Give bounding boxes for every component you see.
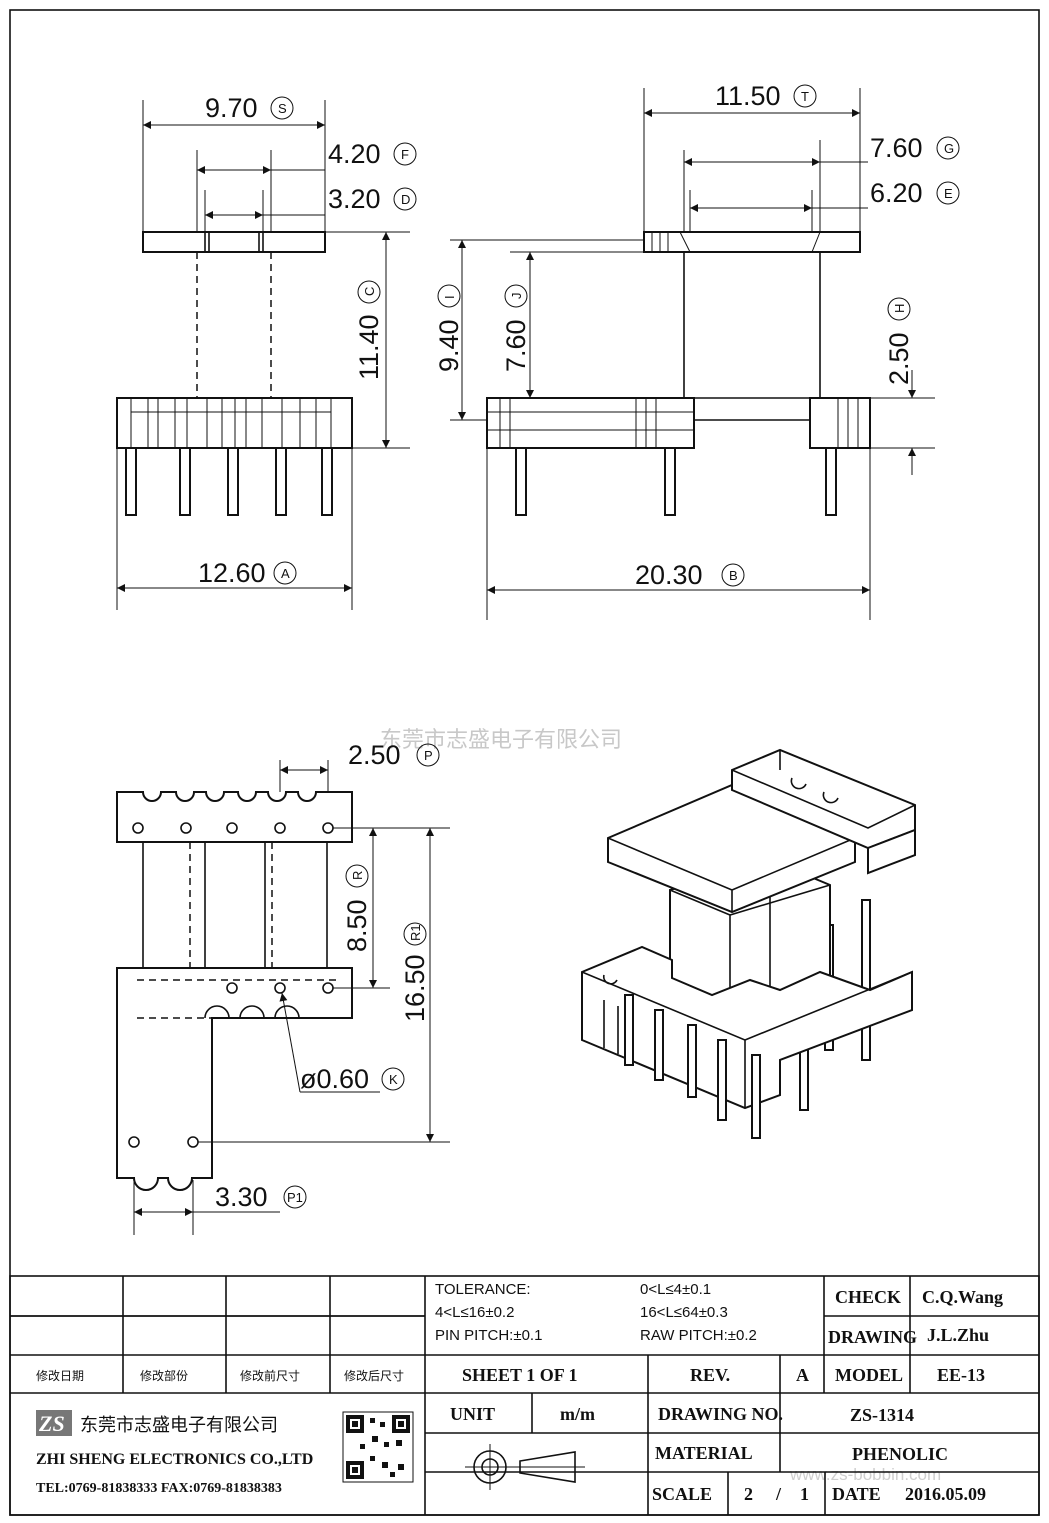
dim-K-value: ø0.60 (300, 1064, 369, 1094)
svg-text:ZS: ZS (38, 1411, 65, 1436)
front-view: 9.70 S 4.20 F 3.20 D 11.40 C 12.60 A (116, 93, 417, 610)
dim-E-tag: E (944, 186, 953, 201)
scale-den: 1 (800, 1484, 809, 1504)
dim-B-tag: B (729, 568, 738, 583)
pin-pitch: PIN PITCH:±0.1 (435, 1327, 542, 1344)
unit-value: m/m (560, 1404, 595, 1424)
tolerance-label: TOLERANCE: (435, 1281, 531, 1298)
dim-A-tag: A (281, 566, 290, 581)
dim-C-value: 11.40 (354, 314, 384, 380)
dim-G-value: 7.60 (870, 133, 923, 163)
dim-E-value: 6.20 (870, 178, 923, 208)
drawing-value: J.L.Zhu (927, 1325, 989, 1345)
company-contact: TEL:0769-81838333 FAX:0769-81838383 (36, 1481, 282, 1496)
material-value: PHENOLIC (852, 1444, 948, 1464)
dim-C-tag: C (362, 287, 377, 296)
dim-R1-tag: R1 (408, 924, 423, 941)
drawing-no-label: DRAWING NO. (658, 1404, 783, 1424)
watermark-url: www.zs-bobbin.com (789, 1465, 941, 1484)
scale-num: 2 (744, 1484, 753, 1504)
dim-J-value: 7.60 (501, 319, 531, 372)
bottom-base-outline (116, 967, 353, 1191)
dim-T-tag: T (801, 89, 809, 104)
dim-P-value: 2.50 (348, 740, 401, 770)
dim-F-value: 4.20 (328, 139, 381, 169)
sheet-count: SHEET 1 OF 1 (462, 1365, 578, 1385)
dim-F-tag: F (401, 147, 409, 162)
projection-symbol (465, 1444, 585, 1490)
rev-header-date: 修改日期 (36, 1368, 84, 1383)
tolerance-2: 4<L≤16±0.2 (435, 1304, 514, 1321)
dim-S-tag: S (278, 101, 287, 116)
check-value: C.Q.Wang (922, 1287, 1003, 1307)
drawing-label: DRAWING (828, 1327, 917, 1347)
dim-I-tag: I (442, 295, 457, 299)
unit-label: UNIT (450, 1404, 495, 1424)
dim-J-tag: J (509, 293, 524, 300)
title-block: TOLERANCE: 0<L≤4±0.1 4<L≤16±0.2 16<L≤64±… (9, 1275, 1040, 1516)
model-value: EE-13 (937, 1365, 985, 1385)
dim-S-value: 9.70 (205, 93, 258, 123)
model-label: MODEL (835, 1365, 903, 1385)
dim-A-value: 12.60 (198, 558, 266, 588)
company-logo: ZS (36, 1410, 72, 1436)
dim-P1-tag: P1 (287, 1190, 303, 1205)
qr-code (342, 1411, 414, 1483)
rev-value: A (796, 1365, 809, 1385)
side-base-left (486, 397, 695, 449)
dim-T-value: 11.50 (715, 81, 781, 111)
dim-H-value: 2.50 (884, 332, 914, 385)
tolerance-3: 16<L≤64±0.3 (640, 1304, 728, 1321)
drawing-no-value: ZS-1314 (850, 1405, 914, 1425)
material-label: MATERIAL (655, 1443, 753, 1463)
dim-I-value: 9.40 (434, 319, 464, 372)
date-label: DATE (832, 1484, 881, 1504)
dim-P-tag: P (424, 748, 433, 763)
company-name-en: ZHI SHENG ELECTRONICS CO.,LTD (36, 1451, 313, 1468)
company-name-cn: 东莞市志盛电子有限公司 (80, 1415, 278, 1436)
bottom-top-flange (116, 791, 353, 843)
scale-label: SCALE (652, 1484, 712, 1504)
tolerance-1: 0<L≤4±0.1 (640, 1281, 711, 1298)
rev-label: REV. (690, 1365, 730, 1385)
dim-R1-value: 16.50 (400, 954, 430, 1022)
dim-K-tag: K (389, 1072, 398, 1087)
dim-G-tag: G (944, 141, 954, 156)
raw-pitch: RAW PITCH:±0.2 (640, 1327, 757, 1344)
dim-D-value: 3.20 (328, 184, 381, 214)
rev-header-part: 修改部份 (140, 1368, 188, 1383)
dim-R-tag: R (350, 871, 365, 880)
dim-D-tag: D (401, 192, 410, 207)
dim-R-value: 8.50 (342, 899, 372, 952)
rev-header-before: 修改前尺寸 (240, 1368, 300, 1383)
side-top-flange (643, 231, 861, 253)
rev-header-after: 修改后尺寸 (344, 1368, 404, 1383)
dim-H-tag: H (892, 304, 907, 313)
dim-B-value: 20.30 (635, 560, 703, 590)
date-value: 2016.05.09 (905, 1484, 986, 1504)
scale-sep: / (775, 1484, 782, 1504)
check-label: CHECK (835, 1287, 901, 1307)
front-top-flange (142, 231, 326, 253)
side-view: 11.50 T 7.60 G 6.20 E 9.40 I 7.60 J 2.50… (434, 81, 960, 620)
isometric-view (581, 748, 916, 1139)
dim-P1-value: 3.30 (215, 1182, 268, 1212)
watermark-company: 东莞市志盛电子有限公司 (380, 728, 622, 753)
side-base-right (809, 397, 871, 449)
bottom-view: 2.50 P 8.50 R 16.50 R1 ø0.60 K 3.30 P1 (116, 740, 450, 1235)
